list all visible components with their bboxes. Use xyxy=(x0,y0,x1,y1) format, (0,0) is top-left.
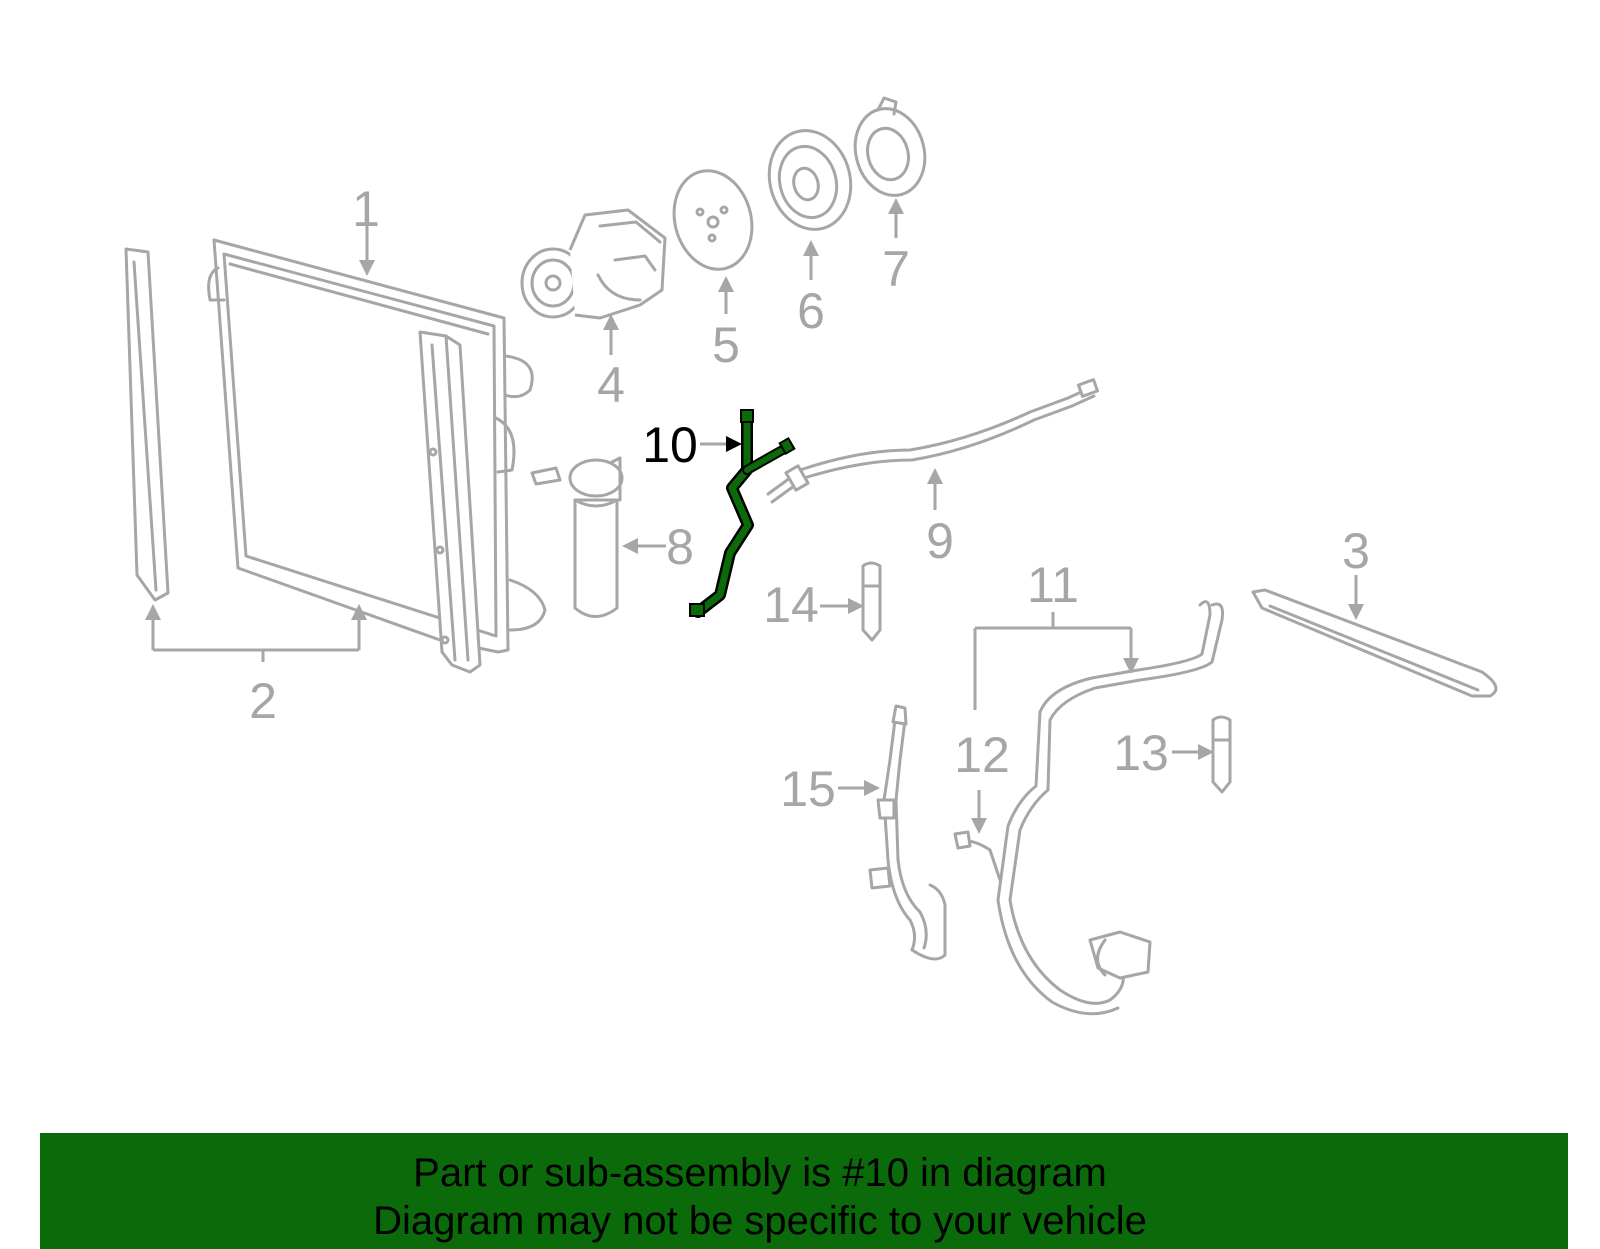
part-9-line xyxy=(766,378,1100,504)
banner-text: Part or sub-assembly is #10 in diagram D… xyxy=(40,1149,1480,1245)
callout-10: 10 xyxy=(642,417,698,473)
leader-lines xyxy=(145,198,1364,834)
part-13-valve-cap xyxy=(1211,715,1232,794)
callout-1: 1 xyxy=(352,181,380,237)
banner-line-2: Diagram may not be specific to your vehi… xyxy=(373,1199,1147,1243)
part-1-condenser xyxy=(207,238,547,674)
part-5-clutch-plate xyxy=(672,169,754,271)
part-7-coil xyxy=(853,96,927,197)
part-2-seal-left xyxy=(124,247,170,602)
banner-line-1: Part or sub-assembly is #10 in diagram xyxy=(413,1151,1107,1195)
callout-9: 9 xyxy=(926,513,954,569)
part-14-valve-cap xyxy=(861,561,882,642)
part-15-hose xyxy=(868,704,947,961)
callout-15: 15 xyxy=(780,761,836,817)
callout-13: 13 xyxy=(1113,725,1169,781)
callout-14: 14 xyxy=(763,577,819,633)
callout-2: 2 xyxy=(249,673,277,729)
part-10-highlighted-line xyxy=(689,409,796,618)
callout-7: 7 xyxy=(882,241,910,297)
part-8-drier xyxy=(530,456,624,618)
callout-6: 6 xyxy=(797,283,825,339)
callout-12: 12 xyxy=(954,727,1010,783)
part-11-hose-assembly xyxy=(996,600,1224,1016)
part-4-compressor xyxy=(520,208,667,320)
callout-5: 5 xyxy=(712,317,740,373)
part-12-sensor-lead xyxy=(953,830,1002,882)
info-banner: Part or sub-assembly is #10 in diagram D… xyxy=(40,1133,1568,1249)
callout-8: 8 xyxy=(666,519,694,575)
callout-4: 4 xyxy=(597,357,625,413)
part-6-pulley xyxy=(767,129,853,231)
callout-11: 11 xyxy=(1027,557,1079,613)
part-3-seal-right xyxy=(1251,588,1498,698)
callout-3: 3 xyxy=(1342,523,1370,579)
